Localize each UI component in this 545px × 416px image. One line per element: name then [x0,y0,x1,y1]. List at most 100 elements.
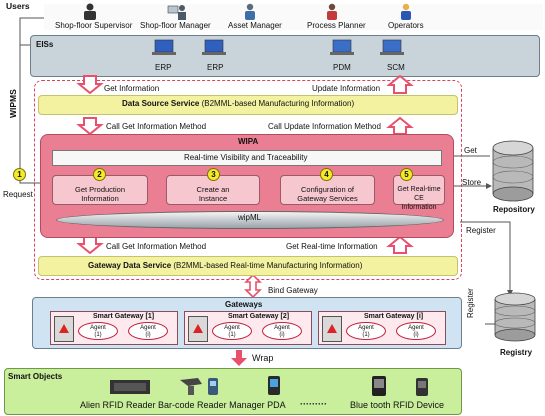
gateway-1-agent-i: Agent(i) [128,322,168,340]
user-role-supervisor: Shop-floor Supervisor [55,21,133,30]
agent-index: (1) [362,332,370,338]
wipa-label: WIPA [238,137,259,146]
user-role-operators: Operators [388,21,424,30]
eis-erp-1: ERP [155,63,172,72]
data-source-title-row: Data Source Service (B2MML-based Manufac… [122,99,354,108]
store-label: Store [462,178,482,187]
data-source-subtitle: (B2MML-based Manufacturing Information) [199,99,355,108]
eis-erp-2: ERP [207,63,224,72]
step-3-badge: 3 [207,168,220,181]
agent-label: Agent [358,325,374,331]
agent-index: (i) [145,332,151,338]
agent-index: (i) [413,332,419,338]
gateways-label: Gateways [225,300,263,309]
agent-label: Agent [224,325,240,331]
step-get-realtime-ce: Get Real-time CE Information [393,175,445,211]
wrap-label: Wrap [252,353,274,363]
asset-manager-icon [245,3,255,20]
gw-get-realtime-label: Get Real-time Information [286,242,378,251]
smart-object-devices [110,376,428,396]
rfid-reader-icon [110,380,150,394]
eis-label: EISs [36,40,54,49]
visibility-bar [52,150,442,166]
manager-icon [167,5,186,20]
smart-objects-dots: ········· [300,399,327,409]
warning-icon [327,324,337,333]
step-4-line1: Configuration of [301,185,354,194]
user-role-shop-manager: Shop-floor Manager [140,21,211,30]
eis-pdm: PDM [333,63,351,72]
agent-label: Agent [274,325,290,331]
gateway-1-agent-1: Agent(1) [78,322,118,340]
step-2-line1: Get Production [74,185,126,194]
data-source-service [38,95,458,115]
agent-label: Agent [90,325,106,331]
repository-register-label: Register [466,226,496,235]
eis-band [30,35,540,77]
gateway-1-title: Smart Gateway [1] [93,313,155,320]
step-3-line2: Instance [198,194,228,203]
gw-call-get-label: Call Get Information Method [106,242,207,251]
gateway-i-agent-1: Agent(1) [346,322,386,340]
warning-icon [59,324,69,333]
pdm-laptop-icon [330,39,354,55]
eis-computers [152,39,404,55]
operator-icon [401,3,411,20]
erp-laptop-icon-2 [202,39,226,55]
barcode-scanner-icon [180,378,202,395]
users-icons [84,3,411,20]
call-get-info-label: Call Get Information Method [106,122,207,131]
erp-laptop-icon [152,39,176,55]
step-4-badge: 4 [320,168,333,181]
eis-scm: SCM [387,63,405,72]
registry-label: Registry [500,348,533,357]
gateway-2-title: Smart Gateway [2] [228,313,290,320]
wipml-disc [56,211,444,229]
agent-index: (1) [228,332,236,338]
request-label: Request [3,190,33,199]
step-5-line1: Get Real-time CE [397,186,441,202]
step-2-line2: Information [81,194,119,203]
gateway-service-title: Gateway Data Service [88,261,172,270]
bind-gateway-label: Bind Gateway [268,286,318,295]
gateway-2-device-icon [188,316,208,342]
get-information-label: Get Information [104,84,160,93]
user-role-process-planner: Process Planner [307,21,366,30]
update-information-label: Update Information [312,84,381,93]
scm-laptop-icon [380,39,404,55]
smart-objects-items: Alien RFID Reader Bar-code Reader Manage… [80,400,286,410]
data-source-title: Data Source Service [122,99,200,108]
agent-index: (i) [279,332,285,338]
agent-index: (1) [94,332,102,338]
step-4-line2: Gateway Services [297,194,358,203]
agent-label: Agent [408,325,424,331]
repository-label: Repository [493,205,535,214]
gateway-i-title: Smart Gateway [i] [364,313,424,320]
reader-manager-icon [208,378,218,395]
wipml-label: wipML [238,213,262,222]
gateway-service-title-row: Gateway Data Service (B2MML-based Real-t… [88,261,362,270]
bluetooth-device-icon [372,376,386,396]
step-2-badge: 2 [93,168,106,181]
registry-cylinder-icon [494,292,536,342]
users-label: Users [6,1,30,11]
smart-objects-tail: Blue tooth RFID Device [350,400,445,410]
visibility-label: Real-time Visibility and Traceability [184,153,308,162]
pda-icon [268,376,280,395]
gateway-i-agent-i: Agent(i) [396,322,436,340]
warning-icon [193,324,203,333]
rfid-device-icon [416,378,428,396]
step-3-line1: Create an [196,185,230,194]
get-label: Get [464,146,477,155]
step-5-badge: 5 [400,168,413,181]
gateway-service-subtitle: (B2MML-based Real-time Manufacturing Inf… [171,261,363,270]
gateways-register-label: Register [466,288,475,318]
user-role-asset-manager: Asset Manager [228,21,282,30]
smart-objects-label: Smart Objects [8,372,63,381]
gateway-2-agent-i: Agent(i) [262,322,302,340]
gateway-1-device-icon [54,316,74,342]
step-5-line2: Information [401,204,437,211]
supervisor-icon [84,3,96,20]
step-1-badge: 1 [13,168,26,181]
gateway-2-agent-1: Agent(1) [212,322,252,340]
